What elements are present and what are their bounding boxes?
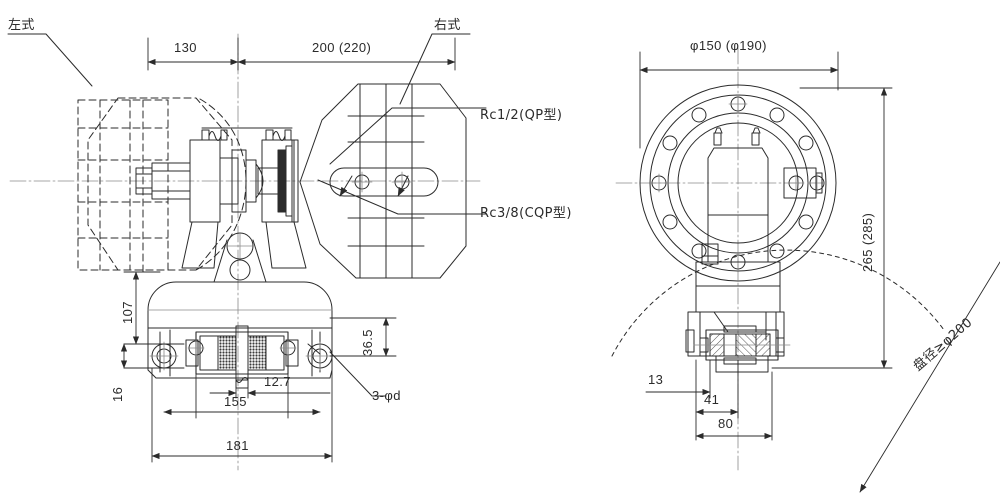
right-type-body-octagon [299, 83, 467, 279]
dim-36-5 [329, 317, 397, 357]
dim-265 [771, 87, 893, 369]
dim-12-7 [209, 379, 331, 399]
dim-12-7-text: 12.7 [264, 374, 291, 389]
right-caliper-arm [201, 127, 307, 269]
dim-181 [151, 367, 333, 463]
dim-130-text: 130 [174, 40, 197, 55]
dim-13-text: 13 [648, 372, 664, 387]
dim-200-text: 200 (220) [312, 40, 372, 55]
right-type-label: 右式 [434, 18, 461, 33]
dim-top-chain [147, 37, 456, 71]
roller-detail [693, 325, 791, 365]
cylinder-body [701, 127, 769, 265]
side-port-boss [783, 167, 823, 199]
brake-pad-assembly [185, 325, 299, 389]
dim-flange-dia [639, 51, 839, 149]
dim-107-16 [120, 271, 185, 369]
left-view-group [7, 33, 487, 471]
port-cqp-label: Rc3/8(CQP型) [480, 206, 572, 221]
leader-lines [7, 33, 487, 397]
left-caliper-arm [181, 129, 239, 269]
caliper-housing [147, 281, 333, 379]
centre-piston-assembly [231, 145, 293, 217]
dim-155 [163, 355, 321, 419]
dim-155-text: 155 [224, 394, 247, 409]
dim-181-text: 181 [226, 438, 249, 453]
dim-flange-dia-text: φ150 (φ190) [690, 38, 767, 53]
dim-107-text: 107 [120, 301, 135, 324]
dim-16-text: 16 [110, 386, 125, 402]
dim-bottom-chain [645, 359, 773, 441]
mounting-holes [149, 341, 335, 371]
dim-36-5-text: 36.5 [360, 329, 375, 356]
disc-arc [611, 249, 945, 357]
dim-265-text: 265 (285) [860, 212, 875, 272]
mounting-holes-label: 3-φd [372, 388, 401, 403]
dim-80-text: 80 [718, 416, 734, 431]
linkage-rollers [213, 232, 267, 283]
port-qp-label: Rc1/2(QP型) [480, 108, 563, 123]
right-view-group [611, 47, 1000, 493]
left-type-mirror-outline [77, 97, 247, 273]
dim-41-text: 41 [704, 392, 720, 407]
left-type-label: 左式 [8, 18, 35, 33]
